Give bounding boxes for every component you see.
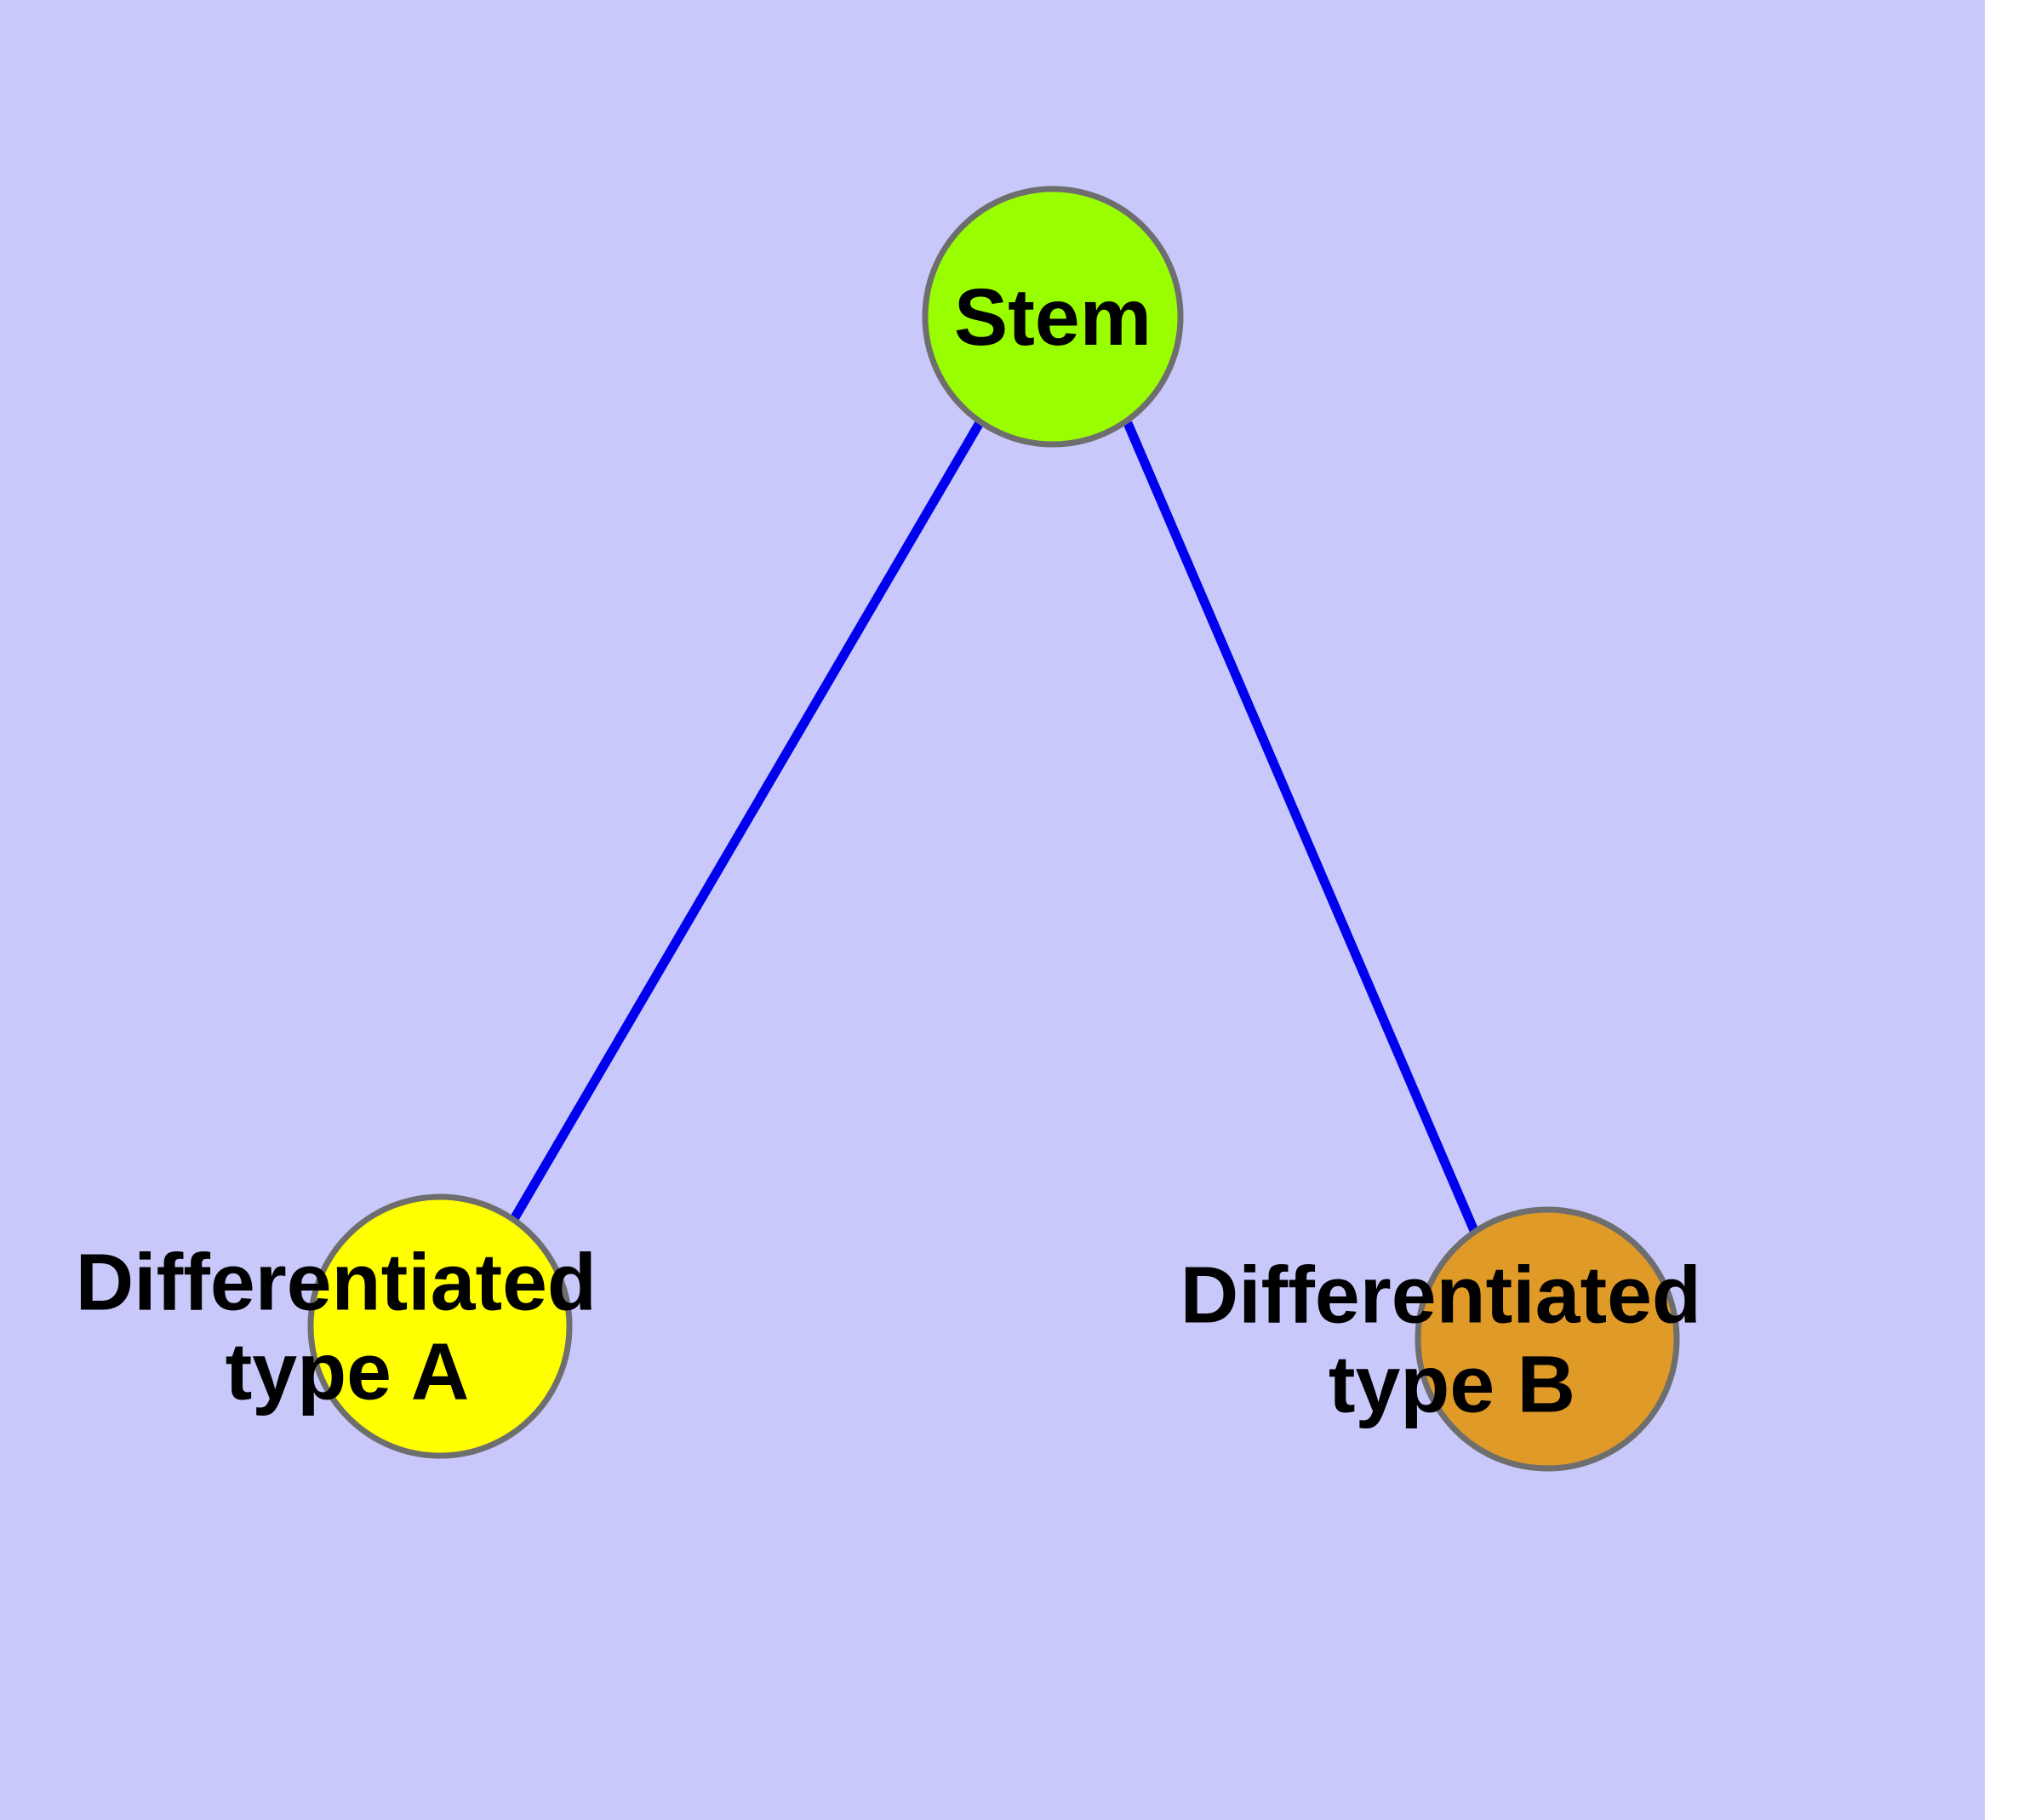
labels-layer: Stem Differentiated type A Differentiate… — [76, 272, 1724, 1430]
node-diff-b-label: Differentiated type B — [1180, 1251, 1724, 1430]
edge-stem-to-diff-a — [510, 419, 985, 1222]
node-diff-a-circle[interactable] — [307, 1193, 573, 1459]
edges-layer — [510, 419, 1480, 1235]
node-diff-b[interactable] — [1415, 1206, 1680, 1472]
nodes-layer — [307, 186, 1680, 1472]
node-stem[interactable] — [922, 186, 1184, 448]
node-diff-b-circle[interactable] — [1415, 1206, 1680, 1472]
node-diff-b-label-line2: type B — [1329, 1340, 1575, 1430]
node-stem-label: Stem — [954, 272, 1152, 363]
node-diff-b-label-line1: Differentiated — [1180, 1251, 1701, 1341]
node-diff-a[interactable] — [307, 1193, 573, 1459]
node-diff-a-label: Differentiated type A — [76, 1238, 620, 1417]
node-stem-circle[interactable] — [922, 186, 1184, 448]
edge-stem-to-diff-b — [1123, 421, 1480, 1235]
node-diff-a-label-line1: Differentiated — [76, 1238, 597, 1328]
node-stem-label-line1: Stem — [954, 272, 1152, 363]
node-diff-a-label-line2: type A — [226, 1327, 470, 1417]
